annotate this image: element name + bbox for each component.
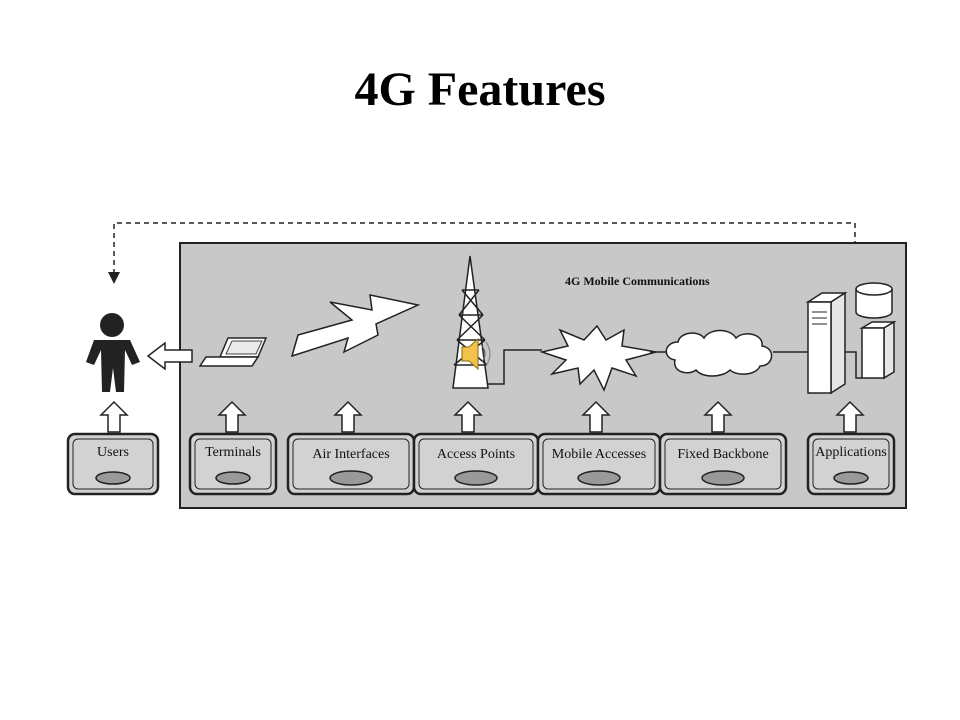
panel-banner: 4G Mobile Communications	[565, 274, 710, 288]
label-mobile-accesses: Mobile Accesses	[552, 447, 646, 462]
label-applications: Applications	[815, 445, 887, 460]
up-arrow-access	[453, 400, 483, 433]
label-box-air-interfaces: Air Interfaces	[286, 432, 416, 496]
application-server-icon	[805, 291, 848, 395]
label-box-mobile-accesses: Mobile Accesses	[536, 432, 662, 496]
up-arrow-terminals	[217, 400, 247, 433]
database-icon	[855, 282, 893, 319]
server-to-storage-line	[845, 351, 862, 379]
air-interface-bolt-icon	[290, 294, 421, 358]
label-box-applications: Applications	[806, 432, 896, 496]
label-box-users: Users	[66, 432, 160, 496]
label-box-fixed-backbone: Fixed Backbone	[658, 432, 788, 496]
terminal-to-user-arrow	[146, 341, 193, 371]
label-box-access-points: Access Points	[412, 432, 540, 496]
up-arrow-air	[333, 400, 363, 433]
laptop-icon	[198, 337, 268, 367]
user-icon	[86, 313, 140, 392]
tower-to-access-line	[488, 349, 542, 385]
up-arrows	[99, 400, 865, 433]
label-users: Users	[97, 445, 129, 460]
label-fixed-backbone: Fixed Backbone	[677, 447, 768, 462]
label-air-interfaces: Air Interfaces	[312, 447, 389, 462]
up-arrow-backbone	[703, 400, 733, 433]
storage-unit-icon	[859, 320, 897, 380]
mobile-access-burst-icon	[539, 324, 657, 392]
up-arrow-applications	[835, 400, 865, 433]
label-terminals: Terminals	[205, 445, 261, 460]
slide-title: 4G Features	[354, 63, 606, 116]
up-arrow-users	[99, 400, 129, 433]
backbone-cloud-icon	[665, 329, 773, 377]
label-access-points: Access Points	[437, 447, 515, 462]
feedback-arrowhead	[108, 272, 120, 284]
speaker-icon[interactable]	[461, 337, 491, 371]
label-box-terminals: Terminals	[188, 432, 278, 496]
up-arrow-mobile	[581, 400, 611, 433]
